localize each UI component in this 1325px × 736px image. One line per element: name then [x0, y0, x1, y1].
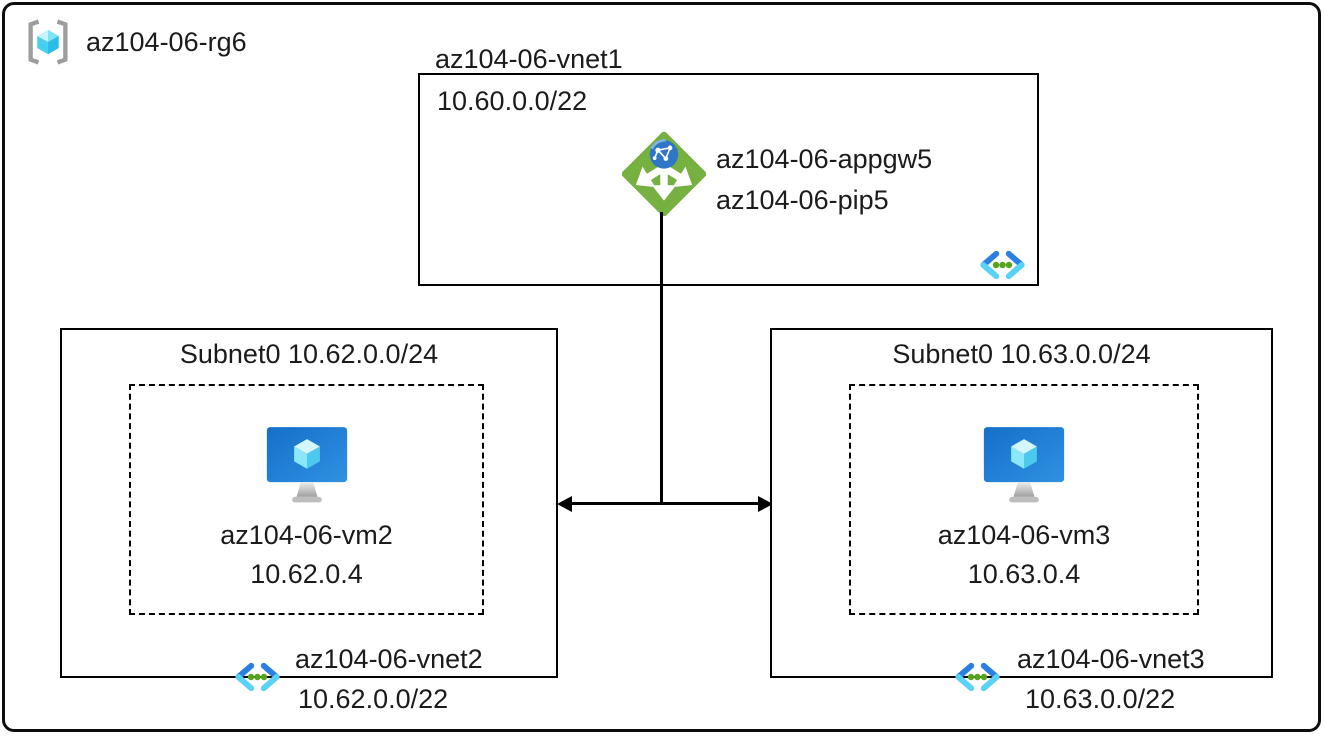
virtual-machine-icon — [258, 420, 356, 506]
virtual-machine-icon — [975, 420, 1073, 506]
app-gateway-labels: az104-06-appgw5 az104-06-pip5 — [716, 139, 932, 221]
vnet-peering-icon — [979, 250, 1026, 280]
resource-group-label: az104-06-rg6 — [86, 27, 247, 57]
vnet1-name-label: az104-06-vnet1 — [435, 44, 623, 74]
vnet1-address-space: 10.60.0.0/22 — [437, 86, 588, 116]
vnet2-box: Subnet0 10.62.0.0/24 — [60, 328, 558, 678]
vm3-name: az104-06-vm3 — [937, 520, 1111, 550]
app-gateway-name: az104-06-appgw5 — [716, 144, 933, 174]
vm2-name: az104-06-vm2 — [220, 520, 393, 550]
vnet2-subnet-label: Subnet0 10.62.0.0/24 — [179, 339, 439, 369]
vnet2-name-label: az104-06-vnet2 — [295, 644, 483, 674]
vnet3-subnet-label: Subnet0 10.63.0.0/24 — [892, 339, 1151, 369]
vm3-labels: az104-06-vm3 10.63.0.4 — [851, 516, 1197, 594]
vnet2-subnet-dashed-box: az104-06-vm2 10.62.0.4 — [129, 384, 484, 615]
resource-group-header: az104-06-rg6 — [25, 19, 247, 65]
vnet3-box: Subnet0 10.63.0.0/24 az104-06-vm3 10.63.… — [770, 328, 1273, 678]
arrowhead-right — [758, 495, 773, 512]
vm2-ip: 10.62.0.4 — [250, 559, 363, 589]
resource-group-icon — [25, 19, 71, 65]
vnet2-address-space: 10.62.0.0/22 — [298, 684, 449, 714]
vnet3-subnet-dashed-box: az104-06-vm3 10.63.0.4 — [849, 384, 1199, 615]
vnet-peering-icon — [954, 662, 1001, 692]
vnet3-name-label: az104-06-vnet3 — [1017, 644, 1205, 674]
connector-vertical-line — [660, 212, 663, 504]
application-gateway-icon — [622, 132, 706, 216]
vnet3-address-space: 10.63.0.0/22 — [1025, 684, 1176, 714]
vm3-ip: 10.63.0.4 — [967, 559, 1081, 589]
arrowhead-left — [557, 495, 572, 512]
vnet1-box: 10.60.0.0/22 az104-06-appgw5 az — [418, 73, 1039, 286]
connector-horizontal-line — [570, 502, 760, 505]
vm2-labels: az104-06-vm2 10.62.0.4 — [131, 516, 482, 594]
public-ip-name: az104-06-pip5 — [716, 185, 889, 215]
vnet-peering-icon — [234, 662, 281, 692]
